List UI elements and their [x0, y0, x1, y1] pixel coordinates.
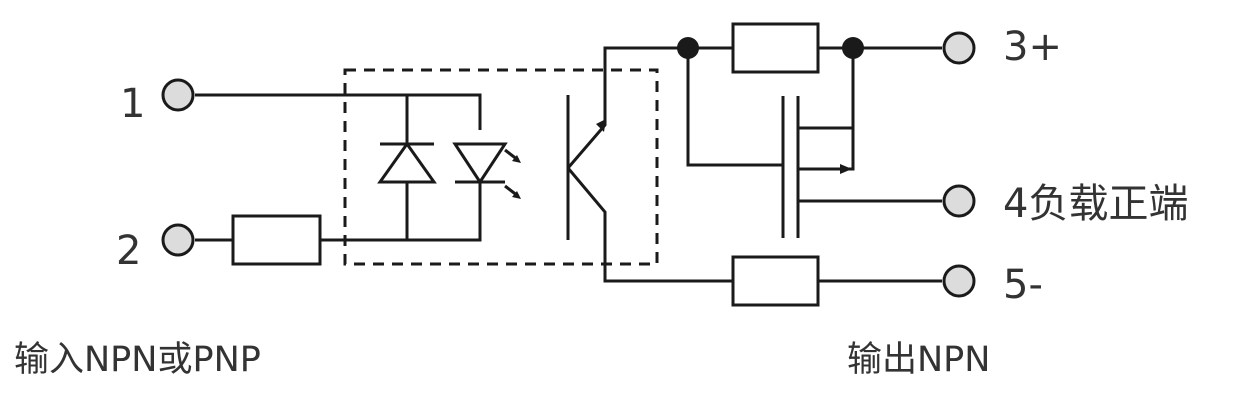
light-emission-arrows — [504, 148, 521, 199]
output-resistor — [731, 255, 820, 307]
terminal-5 — [942, 264, 976, 298]
terminal-4 — [942, 184, 976, 218]
terminal-3 — [942, 31, 976, 65]
input-1-wire — [195, 93, 482, 130]
terminal-4-label: 4负载正端 — [1003, 181, 1188, 227]
phototransistor-collector — [566, 46, 688, 169]
input-caption: 输入NPN或PNP — [14, 340, 261, 380]
protection-diode — [377, 141, 437, 184]
input-resistor — [231, 214, 322, 266]
mosfet-arrow — [840, 164, 852, 174]
optocoupler-enclosure — [343, 68, 659, 266]
mosfet-source-wire — [798, 48, 855, 171]
gate-wire — [686, 48, 783, 167]
output-caption: 输出NPN — [847, 340, 990, 380]
terminal-1 — [161, 78, 195, 112]
terminal-5-label: 5- — [1003, 262, 1043, 308]
terminal-2-label: 2 — [116, 228, 141, 274]
terminal-3-label: 3+ — [1003, 24, 1062, 70]
phototransistor-arrow — [596, 119, 606, 132]
terminal-1-label: 1 — [120, 81, 145, 127]
gate-resistor — [731, 22, 820, 74]
phototransistor-emitter — [566, 167, 733, 283]
led — [452, 142, 508, 185]
input-2-wire — [195, 182, 482, 242]
terminal-2 — [161, 223, 195, 257]
